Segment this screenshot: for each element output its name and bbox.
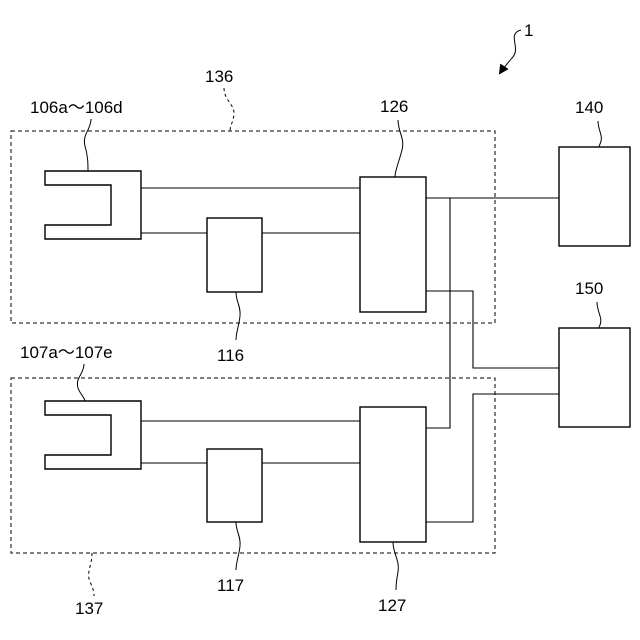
gripper-106 (45, 171, 141, 239)
block-140 (559, 147, 630, 246)
label-block-126: 126 (380, 97, 408, 116)
leader-block-117 (236, 522, 240, 570)
label-unit-136: 136 (205, 67, 233, 86)
leader-unit-137 (89, 553, 94, 596)
block-127 (360, 407, 426, 542)
leader-block-140 (598, 121, 601, 147)
leader-gripper-107 (77, 364, 85, 401)
label-gripper-106: 106a～106d (30, 98, 123, 117)
gripper-107 (45, 401, 141, 469)
label-block-140: 140 (575, 98, 603, 117)
leader-gripper-106 (84, 119, 91, 171)
label-block-127: 127 (378, 596, 406, 615)
system-arrow (500, 30, 521, 73)
label-block-117: 117 (217, 576, 244, 595)
label-unit-137: 137 (75, 599, 103, 618)
leader-block-126 (395, 120, 403, 177)
label-system-1: 1 (524, 21, 533, 40)
block-126 (360, 177, 426, 312)
block-150 (559, 328, 630, 427)
wire-127-to-150 (426, 394, 559, 522)
label-gripper-107: 107a～107e (20, 343, 113, 362)
label-block-150: 150 (575, 279, 603, 298)
block-117 (207, 449, 262, 522)
block-116 (207, 218, 262, 292)
label-block-116: 116 (217, 346, 244, 365)
wire-127-to-140 (426, 198, 450, 428)
leader-block-116 (236, 292, 240, 340)
leader-unit-136 (224, 88, 234, 131)
leader-block-150 (597, 302, 601, 328)
wire-126-to-150 (426, 291, 559, 368)
leader-block-127 (393, 542, 398, 590)
